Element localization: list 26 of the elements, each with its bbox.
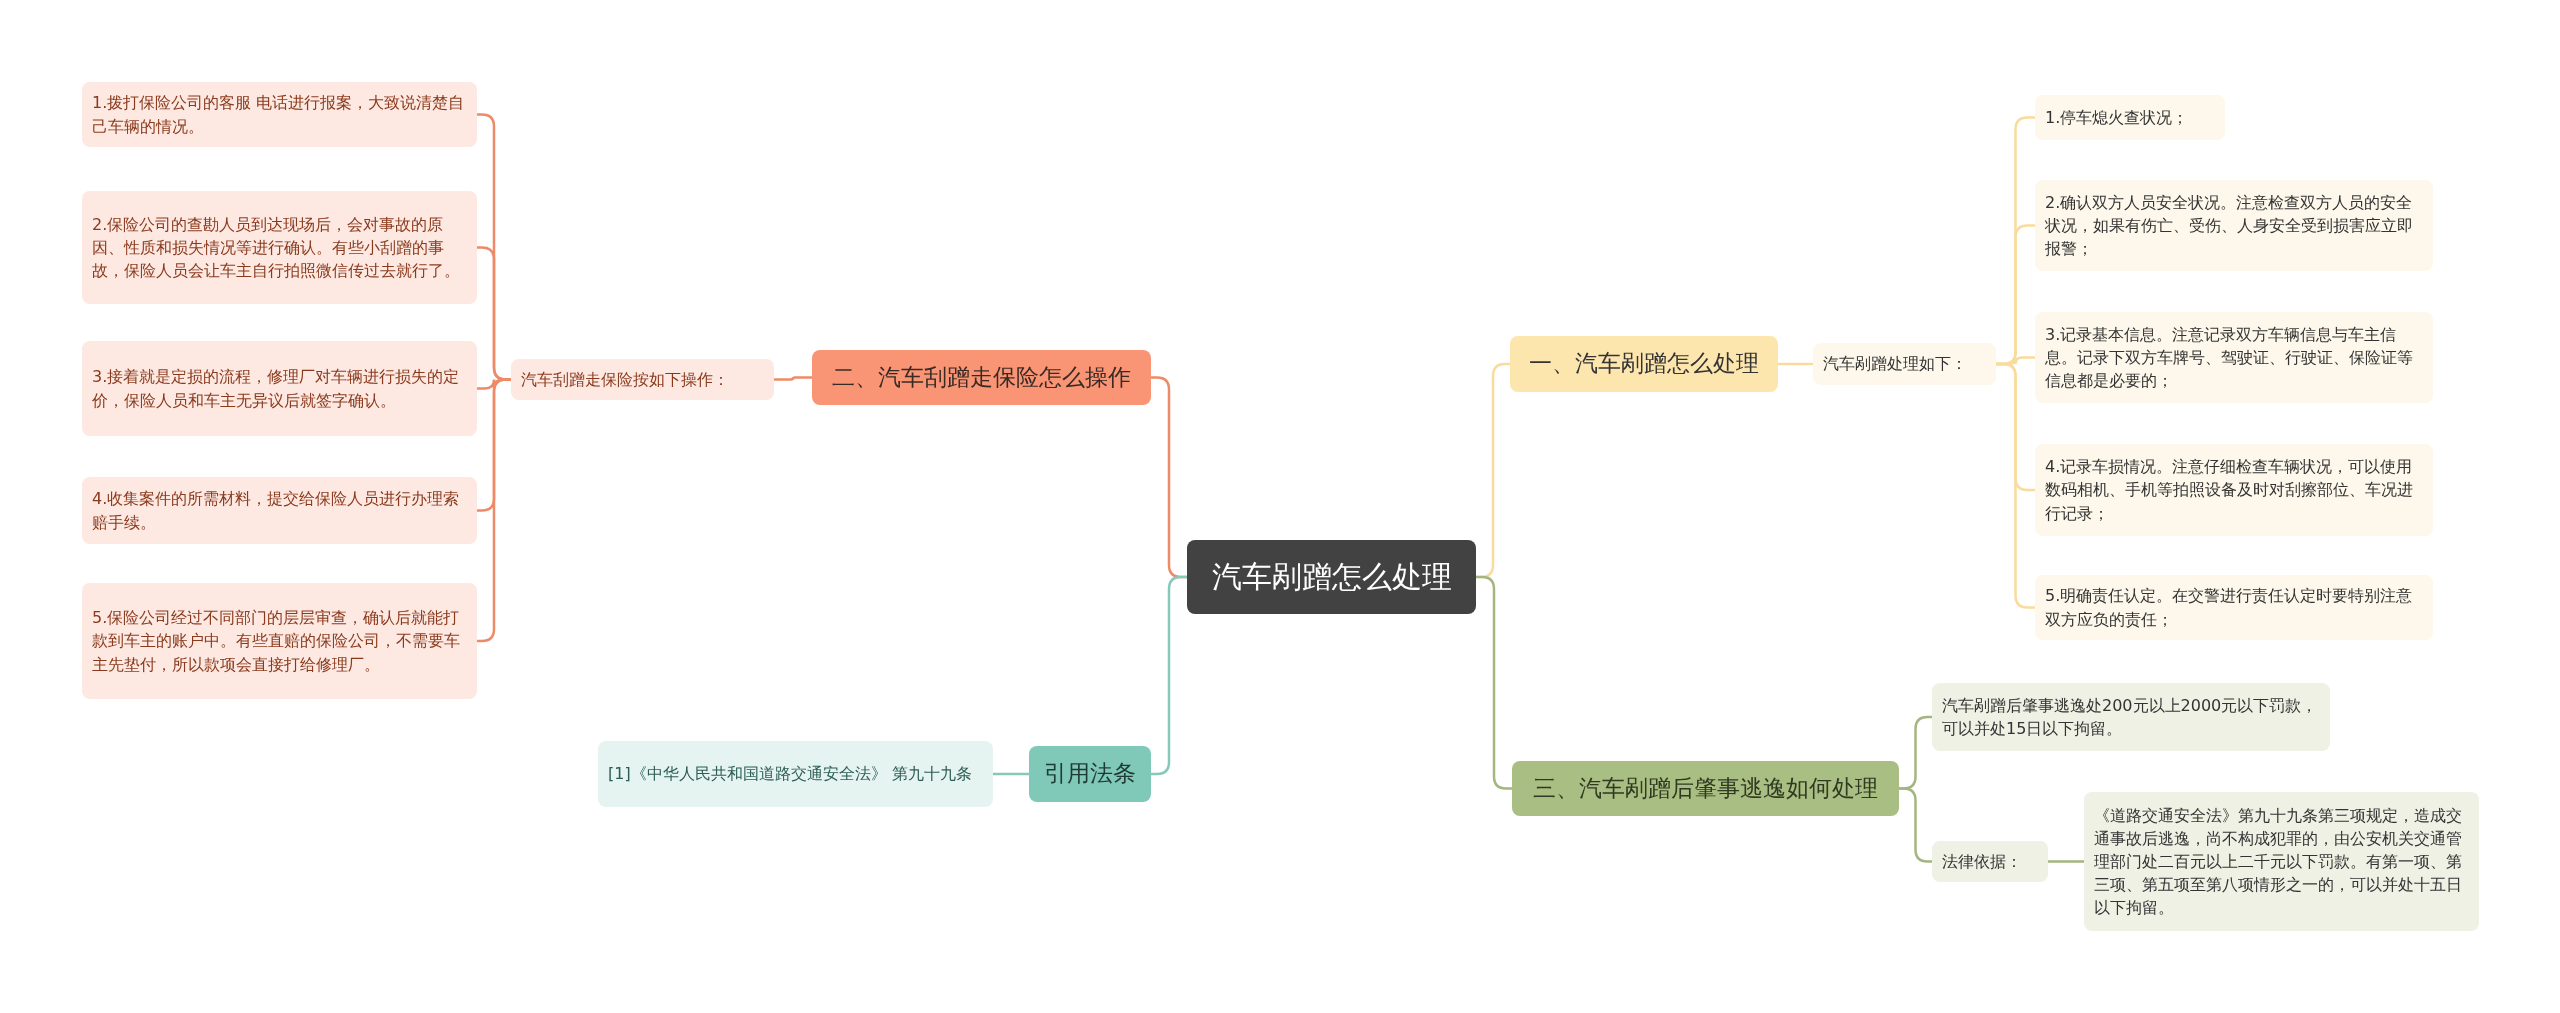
note-box: [1]《中华人民共和国道路交通安全法》 第九十九条: [598, 741, 993, 807]
connector-line: [993, 772, 1029, 776]
branch-topic-box: 二、汽车刮蹭走保险怎么操作: [812, 350, 1151, 405]
note-box: 2.确认双方人员安全状况。注意检查双方人员的安全状况，如果有伤亡、受伤、人身安全受到损害应立即报警；: [2035, 180, 2433, 271]
note-box: 4.记录车损情况。注意仔细检查车辆状况，可以使用数码相机、手机等拍照设备及时对刮擦部位、车况进行记录；: [2035, 444, 2433, 536]
note-box: 法律依据：: [1932, 841, 2048, 882]
note-box: 5.保险公司经过不同部门的层层审查，确认后就能打款到车主的账户中。有些直赔的保险公司，不需要车主先垫付，所以款项会直接打给修理厂。: [82, 583, 477, 699]
note-box: 5.明确责任认定。在交警进行责任认定时要特别注意双方应负的责任；: [2035, 575, 2433, 640]
note-box: 1.拨打保险公司的客服 电话进行报案，大致说清楚自己车辆的情况。: [82, 82, 477, 147]
note-box: 汽车剐蹭后肇事逃逸处200元以上2000元以下罚款，可以并处15日以下拘留。: [1932, 683, 2330, 751]
note-box: 4.收集案件的所需材料，提交给保险人员进行办理索赔手续。: [82, 477, 477, 544]
branch-topic-box: 一、汽车剐蹭怎么处理: [1510, 336, 1778, 392]
branch-topic-box: 三、汽车剐蹭后肇事逃逸如何处理: [1512, 761, 1899, 816]
connector-line: [774, 376, 812, 381]
central-topic-box: 汽车剐蹭怎么处理: [1187, 540, 1476, 614]
branch-topic-box: 引用法条: [1029, 746, 1151, 802]
note-box: 2.保险公司的查勘人员到达现场后，会对事故的原因、性质和损失情况等进行确认。有些小刮蹭的事故，保险人员会让车主自行拍照微信传过去就行了。: [82, 191, 477, 304]
note-box: 《道路交通安全法》第九十九条第三项规定，造成交通事故后逃逸，尚不构成犯罪的，由公安机关交通管理部门处二百元以上二千元以下罚款。有第一项、第三项、第五项至第八项情形之一的，可以并处十五日以下拘留。: [2084, 792, 2479, 931]
subtopic-box: 汽车剐蹭处理如下：: [1813, 343, 1996, 385]
connector-line: [1996, 362, 2035, 609]
note-box: 1.停车熄火查状况；: [2035, 95, 2225, 140]
note-box: 3.接着就是定损的流程，修理厂对车辆进行损失的定价，保险人员和车主无异议后就签字确认。: [82, 341, 477, 436]
connector-line: [1778, 362, 1813, 366]
subtopic-box: 汽车刮蹭走保险按如下操作：: [511, 359, 774, 400]
connector-line: [2048, 860, 2084, 863]
note-box: 3.记录基本信息。注意记录双方车辆信息与车主信息。记录下双方车牌号、驾驶证、行驶证、保险证等信息都是必要的；: [2035, 312, 2433, 403]
